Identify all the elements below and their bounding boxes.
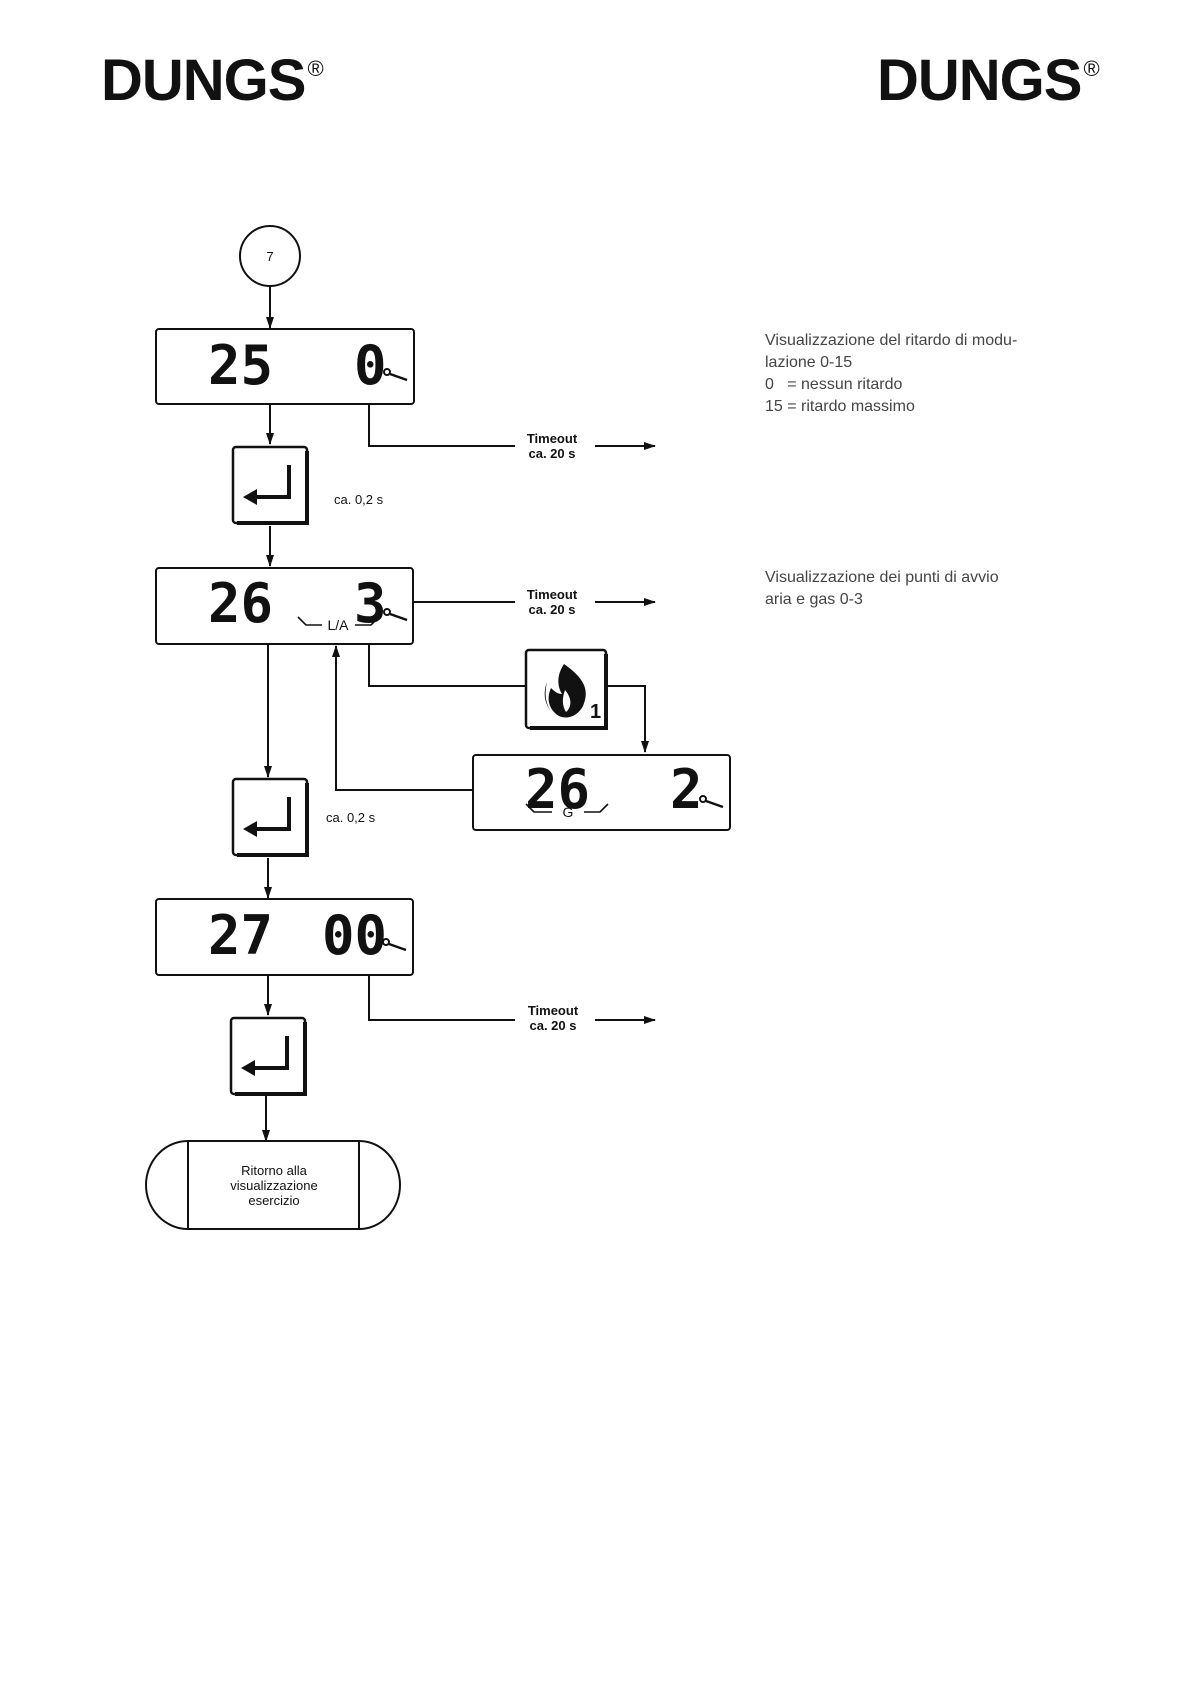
svg-text:ca. 20 s: ca. 20 s (529, 446, 576, 461)
svg-text:Ritorno alla: Ritorno alla (241, 1163, 308, 1178)
timeout-label-3: Timeout ca. 20 s (528, 1003, 579, 1033)
enter-key-button-2 (233, 779, 307, 855)
lcd-display-26-la: 26 3 L/A (156, 568, 413, 644)
lcd-display-25: 25 0 (156, 329, 414, 404)
svg-text:G: G (563, 804, 574, 820)
lcd-display-26-g: 26 2 G (473, 755, 730, 830)
end-terminal: Ritorno alla visualizzazione esercizio (146, 1141, 400, 1229)
svg-text:0: 0 (354, 334, 387, 397)
svg-text:Timeout: Timeout (527, 431, 578, 446)
timeout-label-1: Timeout ca. 20 s (527, 431, 578, 461)
timeout-label-2: Timeout ca. 20 s (527, 587, 578, 617)
enter-delay-label-2: ca. 0,2 s (326, 810, 376, 825)
lcd-display-27: 27 00 (156, 899, 413, 975)
svg-text:L/A: L/A (327, 617, 349, 633)
enter-key-button-3 (231, 1018, 305, 1094)
svg-text:2: 2 (670, 758, 703, 821)
svg-text:Timeout: Timeout (527, 587, 578, 602)
enter-delay-label-1: ca. 0,2 s (334, 492, 384, 507)
svg-text:esercizio: esercizio (248, 1193, 299, 1208)
svg-text:27: 27 (208, 904, 273, 967)
svg-text:Timeout: Timeout (528, 1003, 579, 1018)
svg-text:26: 26 (208, 572, 273, 635)
svg-text:1: 1 (590, 701, 601, 723)
connector-circle-7: 7 (240, 226, 300, 286)
svg-text:7: 7 (266, 249, 273, 264)
flame-key-button: 1 (526, 650, 606, 728)
description-modulation-delay: Visualizzazione del ritardo di modu- laz… (765, 330, 1017, 418)
svg-text:00: 00 (322, 904, 387, 967)
svg-text:ca. 20 s: ca. 20 s (529, 602, 576, 617)
description-start-points: Visualizzazione dei punti di avvio aria … (765, 567, 999, 611)
svg-text:25: 25 (208, 334, 273, 397)
svg-text:visualizzazione: visualizzazione (230, 1178, 317, 1193)
enter-key-button-1 (233, 447, 307, 523)
svg-text:ca. 20 s: ca. 20 s (530, 1018, 577, 1033)
